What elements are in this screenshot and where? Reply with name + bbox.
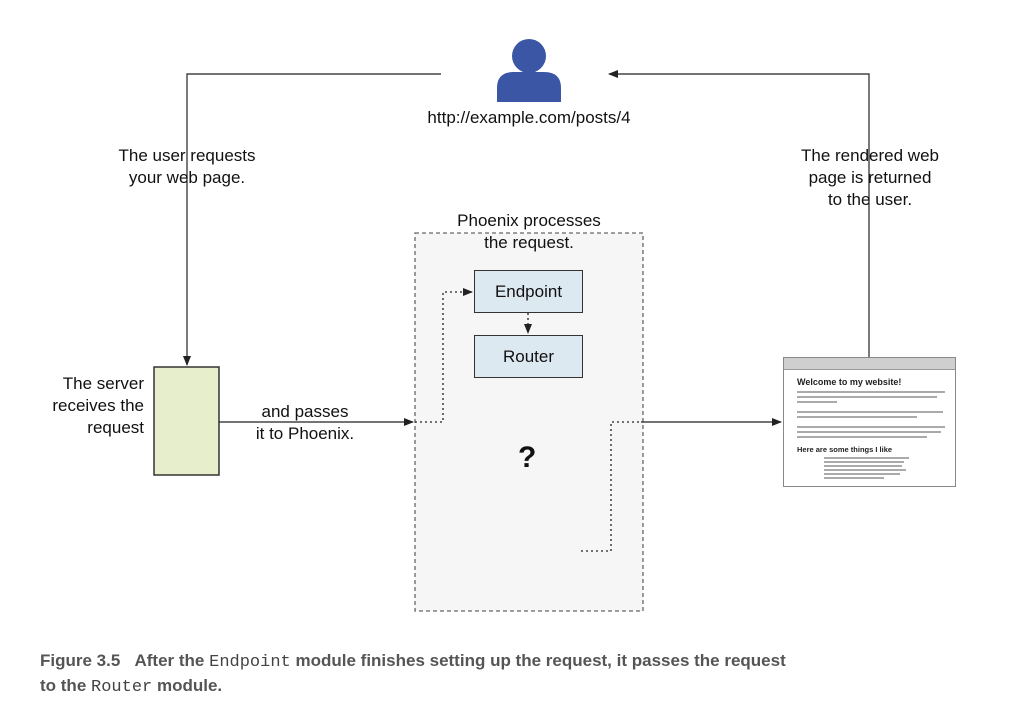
server-receives-label: The server receives the request bbox=[52, 374, 144, 437]
rendered-returned-label: The rendered web page is returned to the… bbox=[801, 146, 939, 209]
endpoint-label: Endpoint bbox=[494, 281, 563, 301]
rendered-page-thumbnail: Welcome to my website! Here are some thi… bbox=[783, 357, 956, 487]
figure-number: Figure 3.5 bbox=[40, 651, 121, 670]
user-requests-label: The user requests your web page. bbox=[118, 146, 256, 187]
request-arrow bbox=[183, 73, 441, 366]
router-label: Router bbox=[502, 346, 555, 366]
request-url: http://example.com/posts/4 bbox=[427, 108, 631, 127]
and-passes-label: and passes it to Phoenix. bbox=[255, 402, 355, 443]
endpoint-box: Endpoint bbox=[474, 270, 583, 313]
router-box: Router bbox=[474, 335, 583, 378]
figure-caption: Figure 3.5 After the Endpoint module fin… bbox=[40, 651, 786, 697]
phoenix-output-path bbox=[581, 421, 641, 552]
unknown-step-mark: ? bbox=[518, 441, 537, 474]
phoenix-processes-label: Phoenix processes the request. bbox=[457, 211, 601, 252]
browser-chrome bbox=[784, 358, 955, 370]
response-arrow bbox=[608, 70, 870, 357]
page-subheading: Here are some things I like bbox=[797, 445, 893, 454]
user-icon bbox=[497, 39, 561, 102]
page-heading: Welcome to my website! bbox=[797, 377, 902, 387]
caption-code-endpoint: Endpoint bbox=[209, 653, 291, 672]
caption-code-router: Router bbox=[91, 678, 153, 697]
server-box bbox=[153, 366, 220, 476]
